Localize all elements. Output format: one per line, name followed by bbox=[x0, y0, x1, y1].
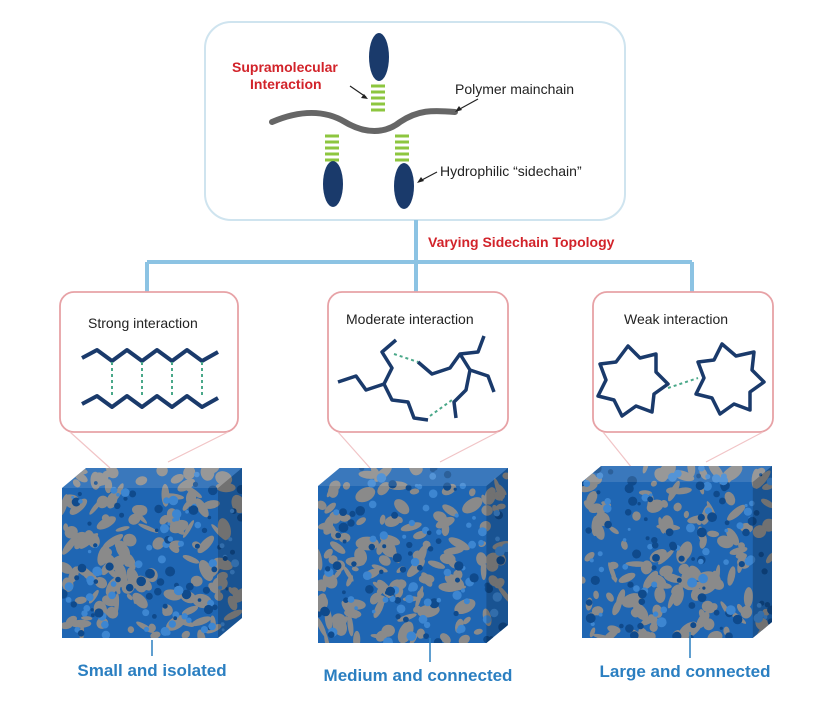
caption-strong: Small and isolated bbox=[77, 661, 226, 680]
zoom-lines bbox=[69, 431, 764, 469]
polymer-mainchain bbox=[269, 108, 458, 134]
polymer-schematic-box: Supramolecular Interaction Polymer mainc… bbox=[204, 21, 626, 221]
topology-label: Varying Sidechain Topology bbox=[428, 234, 615, 250]
caption-weak: Large and connected bbox=[600, 662, 771, 681]
cube-moderate bbox=[318, 468, 508, 643]
cube-weak bbox=[582, 466, 772, 638]
branched-chain-right bbox=[416, 335, 486, 376]
supramolecular-label: Supramolecular bbox=[232, 59, 338, 75]
supramolecular-bonds bbox=[325, 84, 409, 162]
panel-moderate: Moderate interaction bbox=[327, 291, 509, 433]
cube-strong bbox=[62, 468, 242, 638]
topology-tree bbox=[145, 220, 694, 292]
caption-pointers bbox=[151, 632, 691, 662]
morphology-cubes bbox=[62, 466, 772, 643]
branched-chain-right-b bbox=[452, 353, 472, 419]
caption-moderate: Medium and connected bbox=[324, 666, 513, 685]
zigzag-chain-bottom bbox=[81, 394, 219, 409]
mainchain-label: Polymer mainchain bbox=[455, 81, 574, 97]
hydrogen-bonds bbox=[393, 353, 453, 417]
ring-left bbox=[596, 344, 670, 418]
zigzag-chain-top bbox=[81, 348, 219, 363]
panel-title: Strong interaction bbox=[88, 315, 198, 331]
panel-title: Weak interaction bbox=[624, 311, 728, 327]
pointer-arrows bbox=[349, 85, 479, 183]
interaction-label: Interaction bbox=[250, 76, 322, 92]
panel-strong: Strong interaction bbox=[59, 291, 239, 433]
branched-chain-left-b bbox=[382, 383, 429, 422]
panel-title: Moderate interaction bbox=[346, 311, 474, 327]
sidechain-ellipse-bottom-left bbox=[323, 161, 343, 207]
hydrogen-bond bbox=[667, 377, 699, 389]
sidechain-ellipse-bottom-right bbox=[394, 163, 414, 209]
ring-right bbox=[694, 342, 766, 416]
sidechain-label: Hydrophilic “sidechain” bbox=[440, 163, 582, 179]
panel-weak: Weak interaction bbox=[592, 291, 774, 433]
sidechain-ellipse-top bbox=[369, 33, 389, 81]
